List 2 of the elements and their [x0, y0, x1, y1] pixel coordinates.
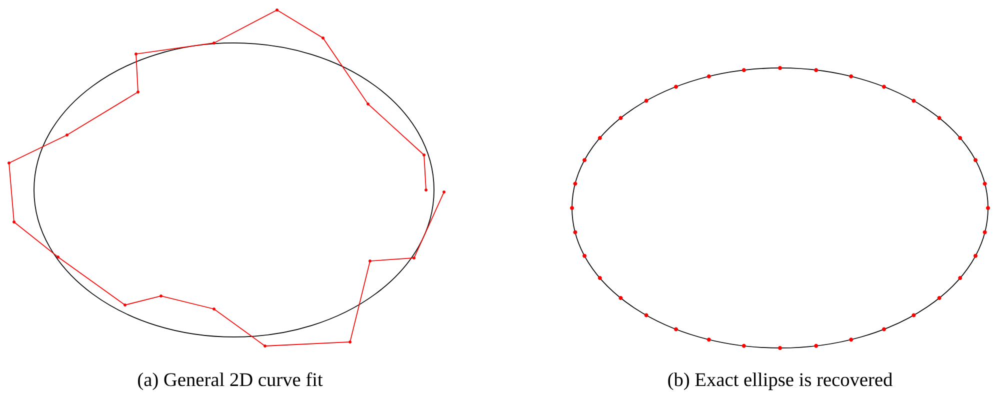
caption: (a) General 2D curve fit [138, 372, 323, 390]
caption: (b) Exact ellipse is recovered [668, 372, 892, 390]
